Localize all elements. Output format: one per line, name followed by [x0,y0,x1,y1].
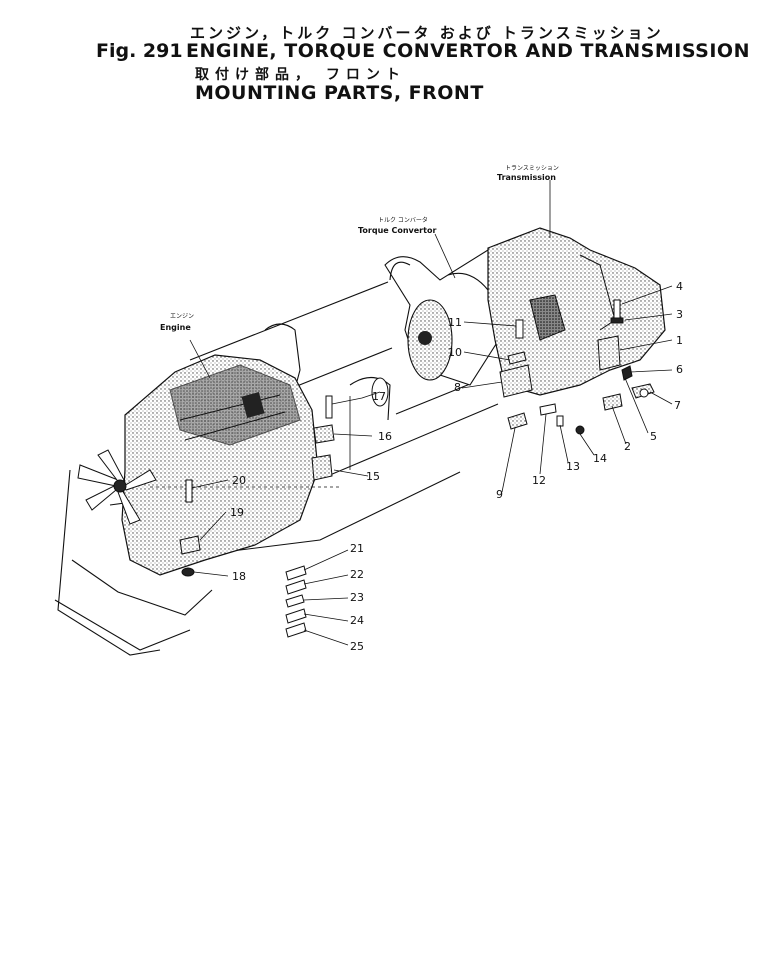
callout-11: 11 [448,316,462,329]
callout-16: 16 [378,430,392,443]
callout-21: 21 [350,542,364,555]
transmission-label-jp: トランスミッション [505,165,559,172]
callout-9: 9 [496,488,503,501]
callout-1: 1 [676,334,683,347]
mount-bracket-1 [597,335,621,371]
engine-label-jp: エンジン [170,313,194,320]
callout-15: 15 [366,470,380,483]
callout-6: 6 [676,363,683,376]
callout-19: 19 [230,506,244,519]
transmission-label: Transmission [497,173,556,182]
callout-5: 5 [650,430,657,443]
subtitle-english: MOUNTING PARTS, FRONT [195,82,484,104]
callout-17: 17 [372,390,386,403]
callout-23: 23 [350,591,364,604]
figure-number: Fig. 291 [96,40,183,62]
cooling-fan [77,449,157,525]
callout-14: 14 [593,452,607,465]
mount-pad-2 [602,393,623,411]
title-japanese: エンジン，トルク コンバータ および トランスミッション [190,24,664,42]
callout-13: 13 [566,460,580,473]
torque-convertor-label-jp: トルク コンバータ [378,216,428,224]
callout-20: 20 [232,474,246,487]
callout-18: 18 [232,570,246,583]
transmission-case [487,227,666,396]
callout-4: 4 [676,280,683,293]
callout-7: 7 [674,399,681,412]
callout-2: 2 [624,440,631,453]
callout-8: 8 [454,381,461,394]
callout-3: 3 [676,308,683,321]
title-english: ENGINE, TORQUE CONVERTOR AND TRANSMISSIO… [186,40,750,62]
engine-label: Engine [160,323,191,332]
bracket-8 [499,364,533,398]
callout-22: 22 [350,568,364,581]
frame-bottom [54,559,213,651]
subtitle-japanese: 取付け部品， フロント [195,67,406,83]
torque-convertor-label: Torque Convertor [358,226,436,235]
callout-10: 10 [448,346,462,359]
callout-25: 25 [350,640,364,653]
callout-24: 24 [350,614,364,627]
callout-12: 12 [532,474,546,487]
